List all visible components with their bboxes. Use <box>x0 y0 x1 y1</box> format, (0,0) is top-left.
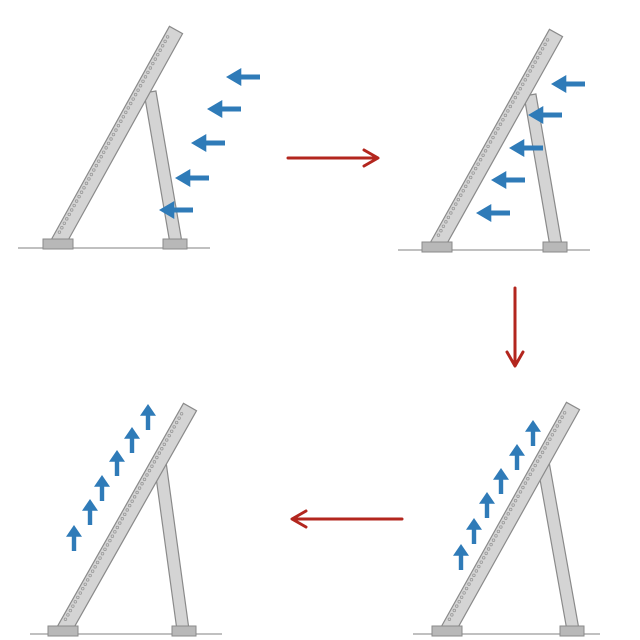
red-arrow-icon <box>290 509 308 529</box>
panel-surface-texture <box>447 411 567 621</box>
red-arrow-icon <box>362 148 380 168</box>
front-footing <box>47 625 79 637</box>
wind-arrows-upward-along-panel <box>453 420 541 570</box>
block-arrow-icon <box>109 450 125 476</box>
panel-surface-texture <box>63 412 184 621</box>
support-leg <box>143 90 183 245</box>
block-arrow-icon <box>479 492 495 518</box>
block-arrow-icon <box>509 444 525 470</box>
wind-arrows-horizontal-left <box>159 68 260 219</box>
flow-arrow-left <box>290 509 404 529</box>
rear-footing <box>162 238 188 250</box>
block-arrow-icon <box>140 404 156 430</box>
red-arrow-icon <box>505 350 525 368</box>
block-arrow-icon <box>491 171 525 189</box>
wind-arrows-horizontal-left-against-panel <box>476 75 585 222</box>
block-arrow-icon <box>509 139 543 157</box>
block-arrow-icon <box>476 204 510 222</box>
solar-mount-stage-1 <box>18 25 260 250</box>
block-arrow-icon <box>191 134 225 152</box>
wind-arrows-upward-above-panel <box>66 404 156 551</box>
block-arrow-icon <box>207 100 241 118</box>
block-arrow-icon <box>175 169 209 187</box>
flow-arrows-layer <box>286 148 525 529</box>
solar-mount-stage-3 <box>413 401 600 637</box>
block-arrow-icon <box>528 106 562 124</box>
front-footing <box>42 238 74 250</box>
solar-mount-stage-2 <box>398 28 590 253</box>
block-arrow-icon <box>226 68 260 86</box>
block-arrow-icon <box>493 468 509 494</box>
front-footing <box>431 625 463 637</box>
block-arrow-icon <box>466 518 482 544</box>
block-arrow-icon <box>94 475 110 501</box>
block-arrow-icon <box>124 427 140 453</box>
front-footing <box>421 241 453 253</box>
block-arrow-icon <box>551 75 585 93</box>
panel-surface-texture <box>436 38 550 237</box>
support-leg <box>536 460 580 632</box>
flow-arrow-down <box>505 286 525 368</box>
solar-mount-stage-4 <box>30 402 222 637</box>
rear-footing <box>171 625 197 637</box>
block-arrow-icon <box>82 499 98 525</box>
support-leg <box>153 460 190 632</box>
rear-footing <box>559 625 585 637</box>
rear-footing <box>542 241 568 253</box>
flow-arrow-right <box>286 148 380 168</box>
panel-surface-texture <box>57 35 170 234</box>
block-arrow-icon <box>66 525 82 551</box>
block-arrow-icon <box>159 201 193 219</box>
block-arrow-icon <box>525 420 541 446</box>
block-arrow-icon <box>453 544 469 570</box>
panels-layer <box>18 25 600 637</box>
